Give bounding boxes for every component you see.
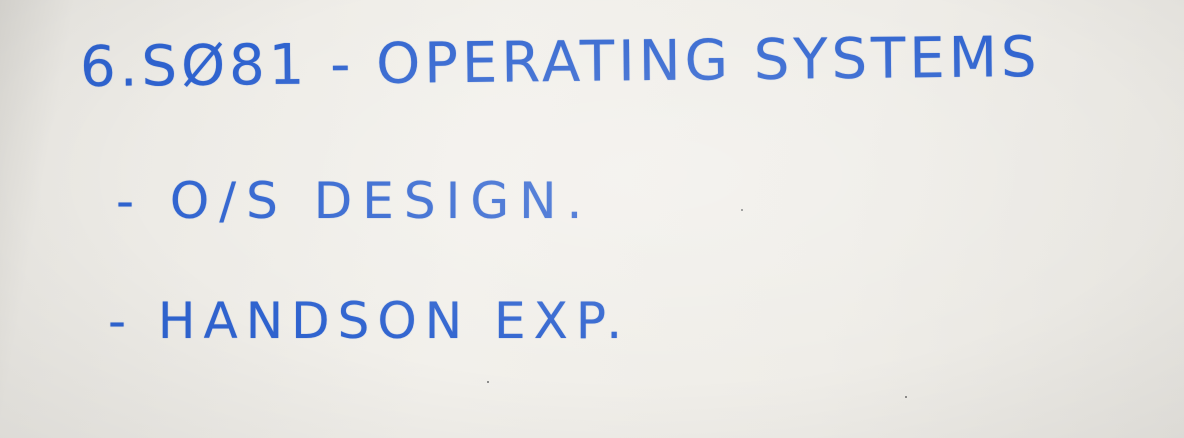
board-speck	[487, 381, 489, 383]
topic-line-hands-on: - HANDSON EXP.	[108, 292, 631, 350]
board-speck	[741, 209, 743, 211]
board-speck	[905, 396, 907, 398]
topic-line-os-design: - O/S DESIGN.	[116, 172, 593, 230]
course-title-line: 6.SØ81 - OPERATING SYSTEMS	[79, 24, 1041, 101]
